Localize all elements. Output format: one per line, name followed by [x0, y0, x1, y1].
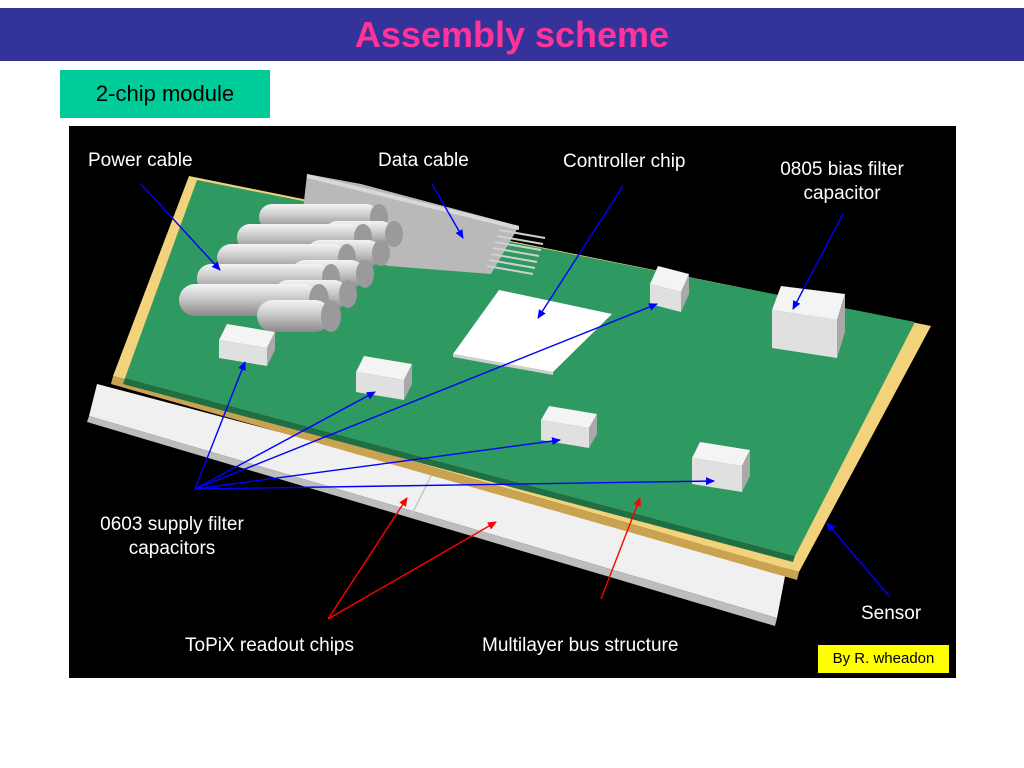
red-pointer-arrows	[327, 497, 641, 620]
module-badge: 2-chip module	[60, 70, 270, 118]
label-power-cable: Power cable	[88, 150, 193, 171]
label-data-cable: Data cable	[378, 150, 469, 171]
assembly-illustration	[87, 174, 931, 626]
blue-pointer-arrows	[140, 183, 890, 597]
author-credit: By R. wheadon	[818, 645, 949, 673]
title-bar	[0, 8, 1024, 61]
power-cable-shape	[179, 204, 403, 332]
slide-title: Assembly scheme	[354, 14, 670, 55]
label-controller-chip: Controller chip	[563, 151, 686, 172]
bias-capacitor-shape	[772, 286, 845, 358]
label-bus-structure: Multilayer bus structure	[482, 635, 679, 656]
label-supply-filter-capacitors: 0603 supply filter capacitors	[100, 514, 244, 559]
label-bias-filter-capacitor: 0805 bias filter capacitor	[780, 159, 904, 204]
label-sensor: Sensor	[861, 603, 922, 624]
supply-capacitor-shapes	[219, 266, 750, 492]
assembly-diagram: Power cable Data cable Controller chip 0…	[69, 126, 956, 678]
controller-chip-shape	[453, 290, 612, 375]
label-readout-chips: ToPiX readout chips	[185, 635, 354, 656]
